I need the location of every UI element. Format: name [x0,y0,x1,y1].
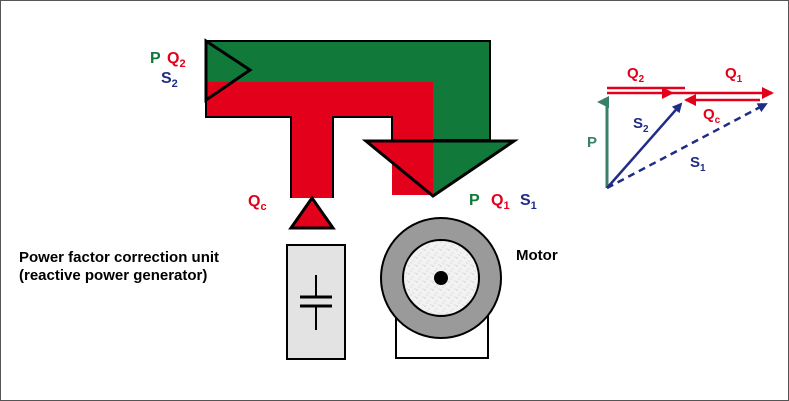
phasor-label-qc-sub: c [715,115,721,126]
label-qc-sub: c [260,201,266,213]
label-motor-q: Q [491,192,503,209]
label-motor-p: P [469,192,480,209]
capacitor-arrow [288,195,336,230]
red-flow-band [206,82,433,198]
vector-s2 [606,102,683,189]
label-source-q: Q [167,50,179,67]
label-qc: Q [248,193,260,210]
label-source-q-sub: 2 [179,58,185,70]
svg-text:S1: S1 [690,154,706,174]
phasor-label-s1-sub: 1 [700,163,706,174]
label-motor-s: S [520,192,531,209]
label-source-p: P [150,50,161,67]
svg-text:S2: S2 [161,70,178,90]
label-motor-s-sub: 1 [531,200,537,212]
phasor-label-s2: S [633,115,643,132]
phasor-label-q2: Q [627,65,639,82]
phasor-label-qc: Q [703,106,715,123]
label-motor: Motor [516,247,558,264]
svg-text:Q2: Q2 [167,50,186,70]
svg-text:Q1: Q1 [725,65,743,85]
phasor-label-p: P [587,134,597,151]
label-source-s-sub: 2 [172,78,178,90]
motor-arrow-outline [361,139,519,198]
power-flow-band [204,38,519,230]
power-factor-correction-unit [286,244,346,360]
label-pfc-line1: Power factor correction unit [19,249,219,266]
label-motor-q-sub: 1 [503,200,509,212]
phasor-label-q2-sub: 2 [639,74,645,85]
svg-text:Qc: Qc [703,106,721,126]
phasor-label-q1: Q [725,65,737,82]
source-arrow [204,38,253,103]
vector-s1 [606,102,768,190]
svg-text:Q2: Q2 [627,65,645,85]
svg-text:Q1: Q1 [491,192,510,212]
phasor-label-q1-sub: 1 [737,74,743,85]
svg-text:S1: S1 [520,192,537,212]
capacitor-box [286,244,346,360]
green-flow-band-right [433,41,490,140]
svg-text:S2: S2 [633,115,649,135]
svg-text:Qc: Qc [248,193,267,213]
phasor-label-s1: S [690,154,700,171]
label-source-s: S [161,70,172,87]
phasor-label-s2-sub: 2 [643,124,649,135]
motor [380,217,502,359]
motor-shaft [434,271,448,285]
phasor-diagram: Q2 Q1 Qc S2 S1 P [587,65,774,190]
label-pfc-line2: (reactive power generator) [19,267,207,284]
